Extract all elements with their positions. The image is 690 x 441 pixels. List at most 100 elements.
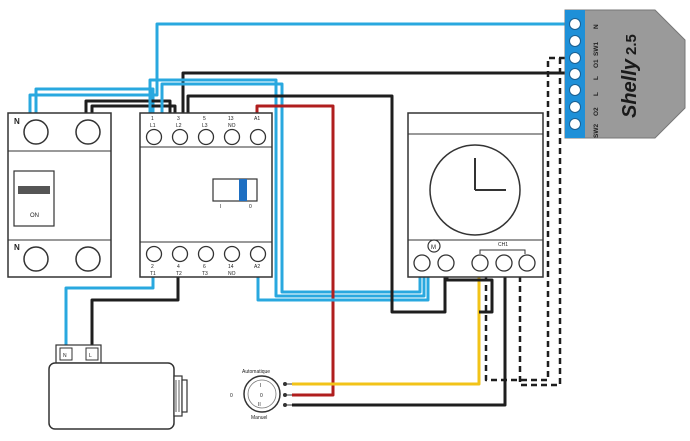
- selector-pos-mid: 0: [260, 393, 263, 399]
- selector-switch[interactable]: Automatique I 0 II 0 Manuel: [230, 369, 292, 421]
- svg-text:O2: O2: [593, 107, 600, 116]
- shelly-pin-n-label: N: [593, 24, 600, 29]
- neutral-wire-timer: [160, 82, 422, 294]
- svg-text:O1: O1: [593, 59, 600, 68]
- timer-terminal-3: [471, 254, 489, 272]
- wires: [28, 22, 575, 407]
- breaker-top-label: N: [14, 117, 20, 126]
- contactor-bottom-terminal-a2: A2: [249, 245, 267, 270]
- live-wire-timer: [186, 94, 447, 314]
- svg-text:14: 14: [228, 264, 234, 270]
- neutral-wire-a2: [256, 270, 430, 302]
- svg-text:L3: L3: [202, 123, 208, 129]
- neutral-wire-load: [64, 270, 155, 349]
- shelly-logo: Shelly 2.5: [619, 34, 641, 118]
- svg-text:L: L: [593, 92, 600, 96]
- red-wire: [255, 104, 335, 397]
- breaker-toggle-housing: [13, 170, 55, 227]
- svg-text:3: 3: [177, 116, 180, 122]
- shelly-pin-sw1-label: SW1: [593, 42, 600, 56]
- load-device: N L: [48, 344, 188, 430]
- shelly-pin-l2-label: L: [593, 92, 600, 96]
- selector-pos-top: I: [260, 383, 261, 389]
- breaker-switch-label: ON: [30, 213, 39, 219]
- contactor-top-terminal-1: 1 L1: [145, 116, 163, 146]
- svg-text:NO: NO: [228, 123, 236, 129]
- svg-text:1: 1: [151, 116, 154, 122]
- selector-contact-2: [283, 393, 287, 397]
- breaker-toggle-lever[interactable]: [18, 186, 50, 194]
- neutral-wire-timer-2: [148, 78, 426, 298]
- neutral-wire-shelly: [28, 22, 575, 113]
- shelly-module: N SW1 O1 L L O2 SW2 Shelly 2.5: [564, 9, 686, 139]
- shelly-terminal-o2: [569, 101, 581, 113]
- yellow-wire: [292, 270, 481, 386]
- timer-terminal-2: [437, 254, 455, 272]
- svg-text:2.5: 2.5: [623, 34, 640, 55]
- selector-contact-1: [283, 382, 287, 386]
- contactor-top-terminal-5: 5 L3: [197, 116, 215, 146]
- breaker-bottom-label: N: [14, 243, 20, 252]
- load-terminal-l: L: [89, 353, 92, 359]
- svg-text:SW2: SW2: [593, 124, 600, 138]
- svg-text:SW1: SW1: [593, 42, 600, 56]
- svg-text:T3: T3: [202, 271, 208, 277]
- svg-text:NO: NO: [228, 271, 236, 277]
- time-switch: M CH1: [407, 112, 544, 278]
- contactor-top-terminal-a1: A1: [249, 116, 267, 146]
- shelly-pin-l1-label: L: [593, 76, 600, 80]
- svg-text:A1: A1: [254, 116, 260, 122]
- shelly-terminal-sw1: [569, 35, 581, 47]
- contactor-top-terminal-3: 3 L2: [171, 116, 189, 146]
- svg-text:Shelly: Shelly: [619, 58, 641, 118]
- breaker-terminal-top-n: [23, 119, 49, 145]
- timer-channel-label: CH1: [498, 242, 508, 248]
- timer-terminal-5: [518, 254, 536, 272]
- contactor-indicator-flag: [239, 179, 247, 201]
- svg-text:A2: A2: [254, 264, 260, 270]
- shelly-pin-o2-label: O2: [593, 107, 600, 116]
- circuit-breaker: N ON N: [7, 112, 112, 278]
- shelly-pin-o1-label: O1: [593, 59, 600, 68]
- contactor-indicator-right: 0: [249, 204, 252, 210]
- breaker-terminal-bottom-n: [23, 246, 49, 272]
- timer-motor-label: M: [431, 245, 436, 251]
- contactor-bottom-terminal-2: 2 T1: [145, 245, 163, 277]
- selector-left-label: 0: [230, 393, 233, 399]
- dashed-wire-sw1: [518, 58, 562, 387]
- svg-text:L: L: [593, 76, 600, 80]
- contactor-top-terminal-13: 13 NO: [223, 116, 241, 146]
- svg-text:5: 5: [203, 116, 206, 122]
- svg-text:13: 13: [228, 116, 234, 122]
- svg-text:L1: L1: [150, 123, 156, 129]
- timer-terminal-4: [495, 254, 513, 272]
- live-wire-shelly: [181, 71, 575, 113]
- selector-title: Automatique: [242, 369, 270, 375]
- contactor: 1 L1 3 L2 5 L3 13 NO A1 I 0: [139, 112, 273, 278]
- load-terminal-n: N: [63, 353, 67, 359]
- selector-contact-3: [283, 403, 287, 407]
- shelly-terminal-l2: [569, 84, 581, 96]
- breaker-terminal-top-l: [75, 119, 101, 145]
- shelly-terminal-n: [569, 18, 581, 30]
- shelly-terminal-l1: [569, 68, 581, 80]
- motor-icon: [427, 239, 441, 253]
- svg-text:N: N: [593, 24, 600, 29]
- contactor-bottom-terminal-4: 4 T2: [171, 245, 189, 277]
- live-wire-load: [90, 270, 180, 349]
- shelly-terminal-sw2: [569, 118, 581, 130]
- live-wire-breaker-top-2: [90, 104, 177, 113]
- svg-text:T2: T2: [176, 271, 182, 277]
- contactor-indicator-left: I: [220, 204, 221, 210]
- shelly-terminal-o1: [569, 52, 581, 64]
- svg-text:L2: L2: [176, 123, 182, 129]
- selector-bottom-label: Manuel: [251, 415, 267, 421]
- breaker-terminal-bottom-l: [75, 246, 101, 272]
- svg-text:T1: T1: [150, 271, 156, 277]
- shelly-pin-sw2-label: SW2: [593, 124, 600, 138]
- svg-text:4: 4: [177, 264, 180, 270]
- selector-pos-bottom: II: [258, 402, 261, 408]
- contactor-bottom-terminal-14: 14 NO: [223, 245, 241, 277]
- svg-text:6: 6: [203, 264, 206, 270]
